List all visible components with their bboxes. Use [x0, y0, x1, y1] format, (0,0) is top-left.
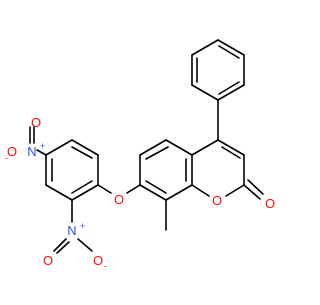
bond — [45, 184, 73, 201]
bond — [36, 149, 47, 156]
charge-label: - — [104, 261, 107, 271]
oxygen-label: O — [31, 115, 41, 130]
bond — [45, 139, 73, 156]
charge-label: - — [5, 153, 8, 163]
bond — [145, 146, 169, 160]
bond — [56, 241, 70, 254]
bond — [71, 146, 93, 159]
bond — [139, 184, 167, 201]
bond — [191, 39, 219, 56]
bond — [77, 238, 93, 252]
bond — [217, 84, 245, 101]
bond — [217, 39, 245, 56]
molecule-structure: O N + O - N + O - O O O O — [5, 39, 275, 271]
carbonyl-oxygen-label: O — [265, 196, 275, 211]
bond — [71, 139, 99, 156]
ether-oxygen-label: O — [114, 192, 124, 207]
bond — [221, 146, 241, 159]
bond — [126, 184, 141, 194]
bond — [139, 139, 167, 156]
bond — [225, 184, 245, 197]
charge-label: + — [40, 141, 45, 151]
bond — [191, 139, 219, 156]
nitrogen-label: N — [67, 223, 76, 238]
bond — [53, 238, 67, 252]
bond — [247, 179, 264, 195]
bond — [218, 45, 240, 59]
bond — [191, 84, 219, 101]
charge-label: + — [80, 221, 85, 231]
bond — [165, 184, 193, 201]
ring-oxygen-label: O — [212, 193, 222, 208]
bonds — [29, 39, 264, 254]
nitrogen-label: N — [27, 144, 36, 159]
bond — [97, 184, 112, 194]
bond — [71, 184, 99, 201]
oxygen-label: O — [7, 144, 17, 159]
bond — [165, 139, 193, 156]
molecule-canvas: O N + O - N + O - O O O O — [5, 39, 275, 271]
bond — [145, 180, 167, 194]
atom-labels: O N + O - N + O - O O O O — [5, 115, 275, 271]
oxygen-label: O — [93, 253, 103, 268]
bond — [217, 139, 245, 156]
bond — [243, 184, 261, 200]
bond — [191, 184, 210, 197]
bond — [71, 180, 93, 194]
oxygen-label: O — [43, 253, 53, 268]
bond — [218, 81, 240, 95]
